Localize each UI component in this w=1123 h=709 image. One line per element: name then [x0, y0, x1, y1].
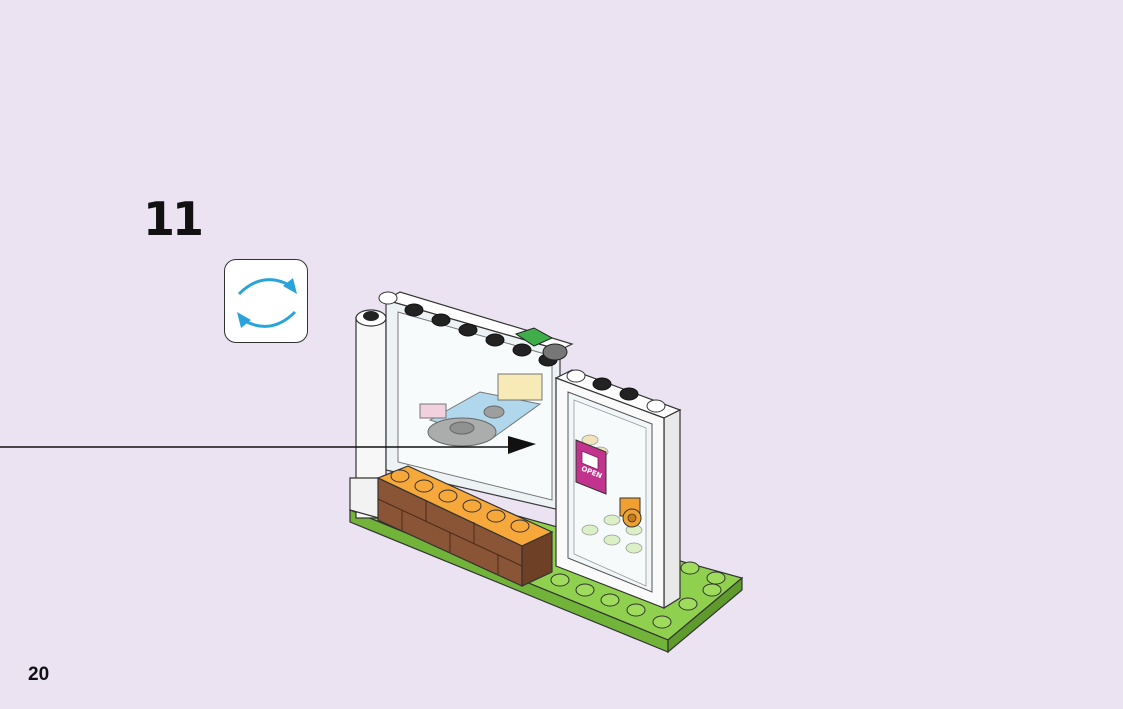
- step-number: 11: [143, 192, 204, 246]
- rotate-model-callout: [224, 259, 308, 343]
- interior-details: [419, 373, 543, 447]
- green-tile: [514, 327, 554, 347]
- rotate-arrows-icon: [237, 278, 297, 328]
- page-number: 20: [28, 664, 50, 685]
- door-knob: [619, 497, 642, 528]
- top-studs: [378, 291, 558, 367]
- placement-arrow: [0, 436, 536, 454]
- open-sign: OPEN: [575, 439, 607, 495]
- door-studs: [566, 369, 666, 413]
- grey-round-tile: [542, 343, 568, 361]
- brick-studs: [390, 469, 530, 533]
- left-column: [349, 309, 387, 521]
